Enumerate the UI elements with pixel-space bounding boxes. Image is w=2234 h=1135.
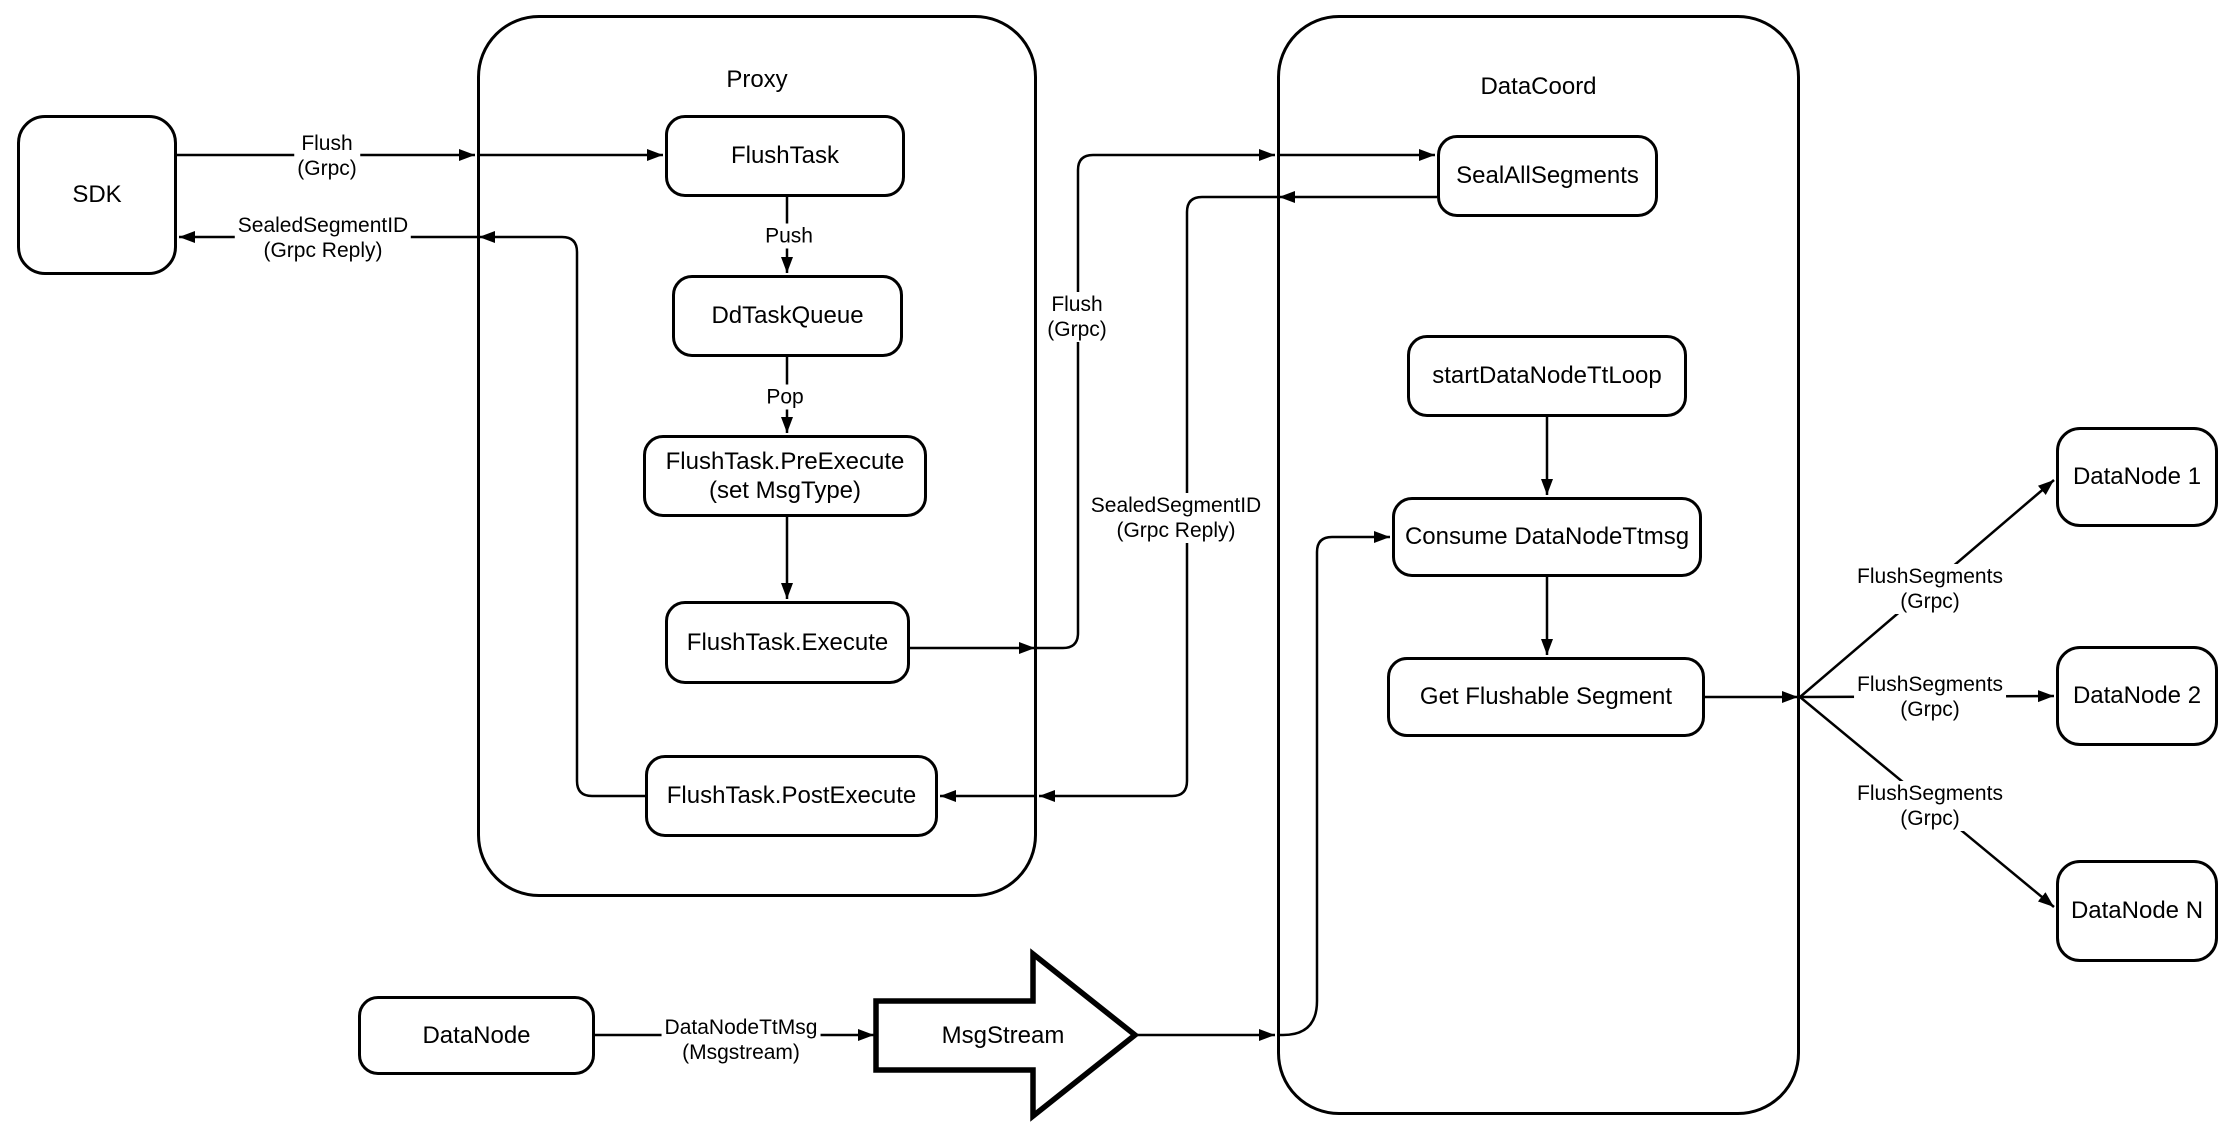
node-datanode-n: DataNode N xyxy=(2056,860,2218,962)
node-flush-task-label: FlushTask xyxy=(730,142,840,170)
datacoord-title: DataCoord xyxy=(1480,73,1597,100)
node-sdk: SDK xyxy=(17,115,177,275)
node-seal-all-segments: SealAllSegments xyxy=(1437,135,1658,217)
node-consume-ttmsg-label: Consume DataNodeTtmsg xyxy=(1404,523,1690,551)
label-flush-segments-1: FlushSegments (Grpc) xyxy=(1854,564,2006,614)
label-flush-segments-3: FlushSegments (Grpc) xyxy=(1854,781,2006,831)
node-post-execute: FlushTask.PostExecute xyxy=(645,755,938,837)
msgstream-block-arrow xyxy=(873,948,1140,1122)
node-flush-task: FlushTask xyxy=(665,115,905,197)
node-dd-task-queue: DdTaskQueue xyxy=(672,275,903,357)
node-post-execute-label: FlushTask.PostExecute xyxy=(666,782,917,810)
label-flush-mid: Flush (Grpc) xyxy=(1044,292,1110,342)
node-datanode-2-label: DataNode 2 xyxy=(2072,682,2202,710)
label-sealed-sdk: SealedSegmentID (Grpc Reply) xyxy=(234,213,412,263)
node-execute: FlushTask.Execute xyxy=(665,601,910,684)
node-datanode-1-label: DataNode 1 xyxy=(2072,463,2202,491)
node-datanode-1: DataNode 1 xyxy=(2056,427,2218,527)
node-execute-label: FlushTask.Execute xyxy=(686,628,889,656)
label-flush-sdk: Flush (Grpc) xyxy=(294,131,360,181)
node-start-tt-loop: startDataNodeTtLoop xyxy=(1407,335,1687,417)
node-datanode-n-label: DataNode N xyxy=(2070,897,2204,925)
edge-ms-consume xyxy=(1277,531,1390,1037)
label-push: Push xyxy=(762,223,816,249)
node-pre-execute: FlushTask.PreExecute (set MsgType) xyxy=(643,435,927,517)
node-get-flushable-label: Get Flushable Segment xyxy=(1419,683,1673,711)
label-flush-segments-2: FlushSegments (Grpc) xyxy=(1854,672,2006,722)
node-dd-task-queue-label: DdTaskQueue xyxy=(711,302,864,330)
label-sealed-mid: SealedSegmentID (Grpc Reply) xyxy=(1087,493,1265,543)
node-datanode-2: DataNode 2 xyxy=(2056,646,2218,746)
node-start-tt-loop-label: startDataNodeTtLoop xyxy=(1432,362,1662,390)
label-datanode-ttmsg: DataNodeTtMsg (Msgstream) xyxy=(661,1015,821,1065)
node-consume-ttmsg: Consume DataNodeTtmsg xyxy=(1392,497,1702,577)
msgstream-label: MsgStream xyxy=(941,1022,1065,1049)
label-pop: Pop xyxy=(763,384,807,410)
proxy-container: Proxy xyxy=(477,15,1037,897)
edge-exec-out-b xyxy=(1037,149,1275,650)
node-datanode-source-label: DataNode xyxy=(422,1021,531,1049)
node-pre-execute-line2: (set MsgType) xyxy=(708,477,862,504)
node-datanode-source: DataNode xyxy=(358,996,595,1075)
node-get-flushable: Get Flushable Segment xyxy=(1387,657,1705,737)
datacoord-container: DataCoord xyxy=(1277,15,1800,1115)
proxy-title: Proxy xyxy=(726,66,788,93)
edge-postexec-sdk-a xyxy=(479,231,645,798)
node-sdk-label: SDK xyxy=(72,181,122,209)
node-seal-all-segments-label: SealAllSegments xyxy=(1456,162,1639,190)
node-pre-execute-line1: FlushTask.PreExecute xyxy=(665,447,905,475)
